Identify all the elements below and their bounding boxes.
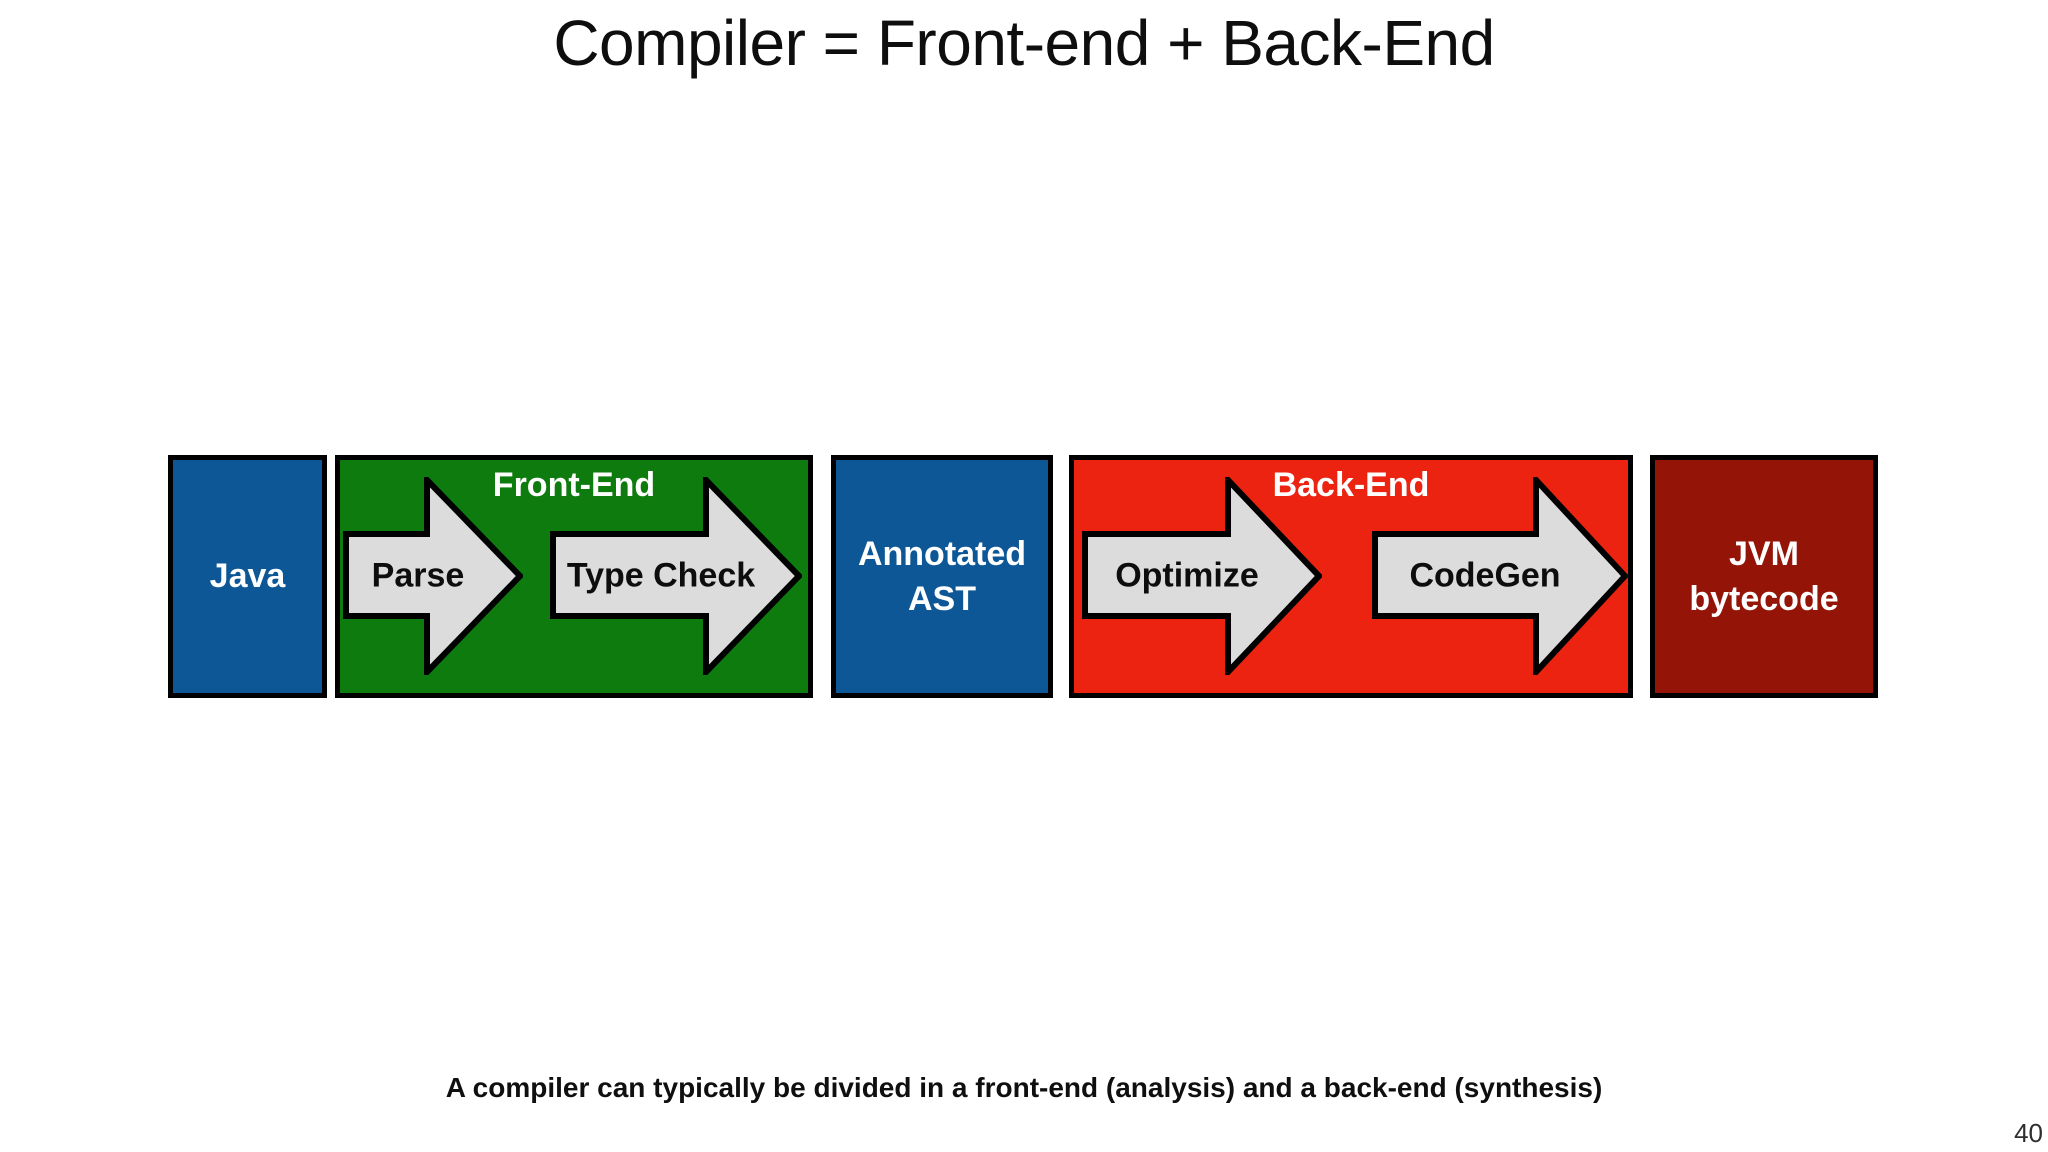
slide-title: Compiler = Front-end + Back-End xyxy=(553,7,1495,79)
right-block-arrow-icon xyxy=(550,477,802,675)
backend-stage-label: Back-End xyxy=(1272,466,1430,504)
jvm-bytecode-label-line2: bytecode xyxy=(1689,579,1839,618)
codegen-step-arrow: CodeGen xyxy=(1372,477,1628,675)
java-source-box: Java xyxy=(168,455,327,698)
optimize-step-arrow: Optimize xyxy=(1082,477,1322,675)
codegen-step-label: CodeGen xyxy=(1409,556,1561,595)
slide-caption: A compiler can typically be divided in a… xyxy=(445,1072,1603,1103)
right-block-arrow-icon xyxy=(1082,477,1322,675)
right-block-arrow-icon xyxy=(1372,477,1628,675)
typecheck-step-arrow: Type Check xyxy=(550,477,802,675)
annotated-ast-box: Annotated AST xyxy=(831,455,1053,698)
parse-step-label: Parse xyxy=(371,556,465,595)
typecheck-step-label: Type Check xyxy=(566,556,756,595)
jvm-bytecode-label-line1: JVM xyxy=(1729,534,1799,573)
right-block-arrow-icon xyxy=(343,477,523,675)
jvm-bytecode-box: JVM bytecode xyxy=(1650,455,1878,698)
annotated-ast-label-line1: Annotated xyxy=(857,534,1027,573)
frontend-stage-box: Front-End Parse Type Check xyxy=(335,455,813,698)
optimize-step-label: Optimize xyxy=(1115,556,1259,595)
page-number: 40 xyxy=(2014,1118,2043,1148)
parse-step-arrow: Parse xyxy=(343,477,523,675)
backend-stage-box: Back-End Optimize CodeGen xyxy=(1069,455,1633,698)
annotated-ast-label-line2: AST xyxy=(908,579,976,618)
java-source-label: Java xyxy=(209,557,286,596)
frontend-stage-label: Front-End xyxy=(492,466,656,504)
